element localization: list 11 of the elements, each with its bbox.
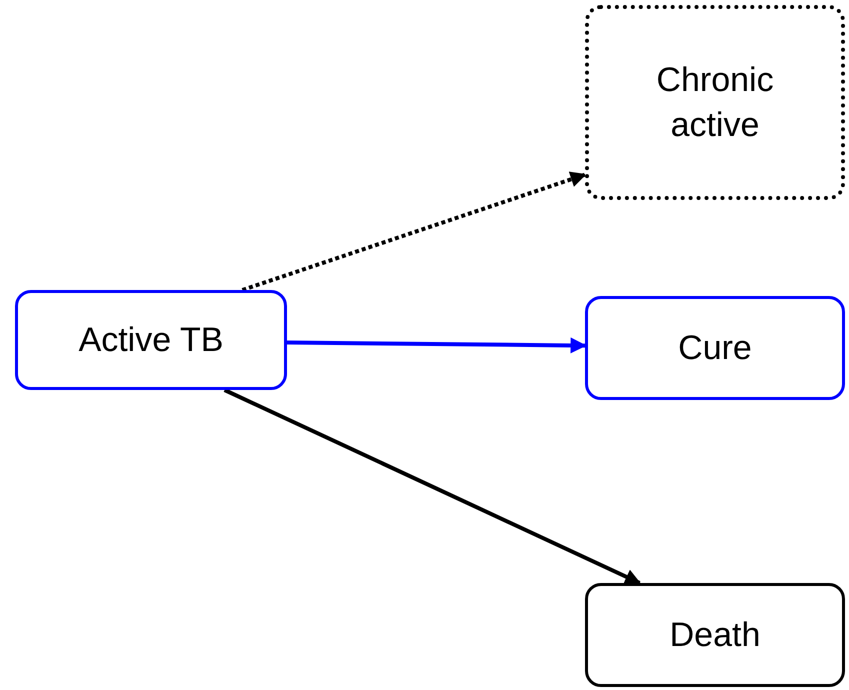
state-box — [585, 5, 845, 200]
arrow — [242, 172, 587, 292]
state-label: Chronic active — [655, 60, 775, 146]
arrow — [224, 388, 641, 585]
state-box — [15, 290, 287, 390]
arrow — [286, 337, 587, 354]
state-label: Death — [668, 614, 762, 656]
state-label: Cure — [677, 328, 753, 369]
state-box — [585, 296, 845, 400]
state-box — [585, 583, 845, 687]
state-label: Active TB — [78, 320, 224, 361]
